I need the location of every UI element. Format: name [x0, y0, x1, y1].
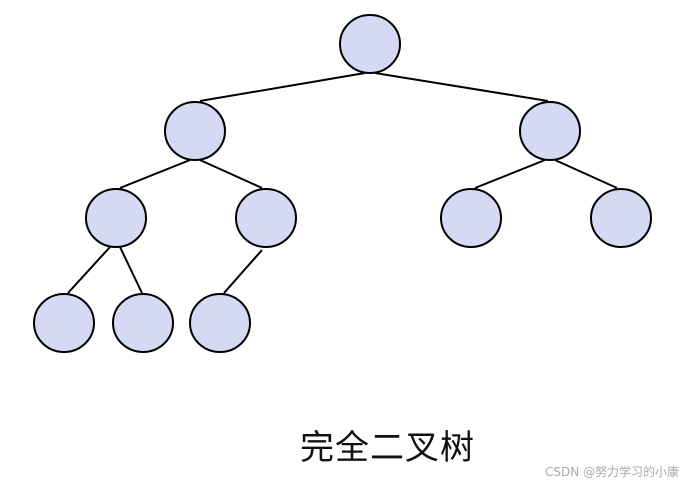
tree-edge-n1-n3 — [119, 159, 191, 189]
tree-node-n5 — [440, 188, 502, 248]
tree-edge-n3-n7 — [67, 246, 111, 294]
tree-node-n7 — [33, 293, 95, 353]
watermark: CSDN @努力学习的小康 — [544, 465, 679, 479]
tree-node-n8 — [112, 293, 174, 353]
tree-edge-n3-n8 — [119, 246, 143, 294]
tree-node-n9 — [189, 293, 251, 353]
tree-node-n0 — [339, 14, 401, 74]
tree-edge-n0-n1 — [199, 72, 366, 102]
tree-edge-n0-n2 — [374, 72, 549, 102]
diagram-caption: 完全二叉树 — [300, 428, 475, 468]
tree-edges — [67, 72, 618, 294]
tree-node-n1 — [164, 101, 226, 161]
tree-node-n6 — [590, 188, 652, 248]
tree-node-n2 — [519, 101, 581, 161]
tree-edge-n2-n5 — [474, 159, 546, 189]
tree-edge-n4-n9 — [223, 249, 263, 294]
tree-node-n3 — [85, 188, 147, 248]
tree-node-n4 — [235, 188, 297, 248]
tree-nodes — [33, 14, 652, 353]
tree-edge-n1-n4 — [199, 159, 263, 189]
tree-edge-n2-n6 — [554, 159, 618, 189]
